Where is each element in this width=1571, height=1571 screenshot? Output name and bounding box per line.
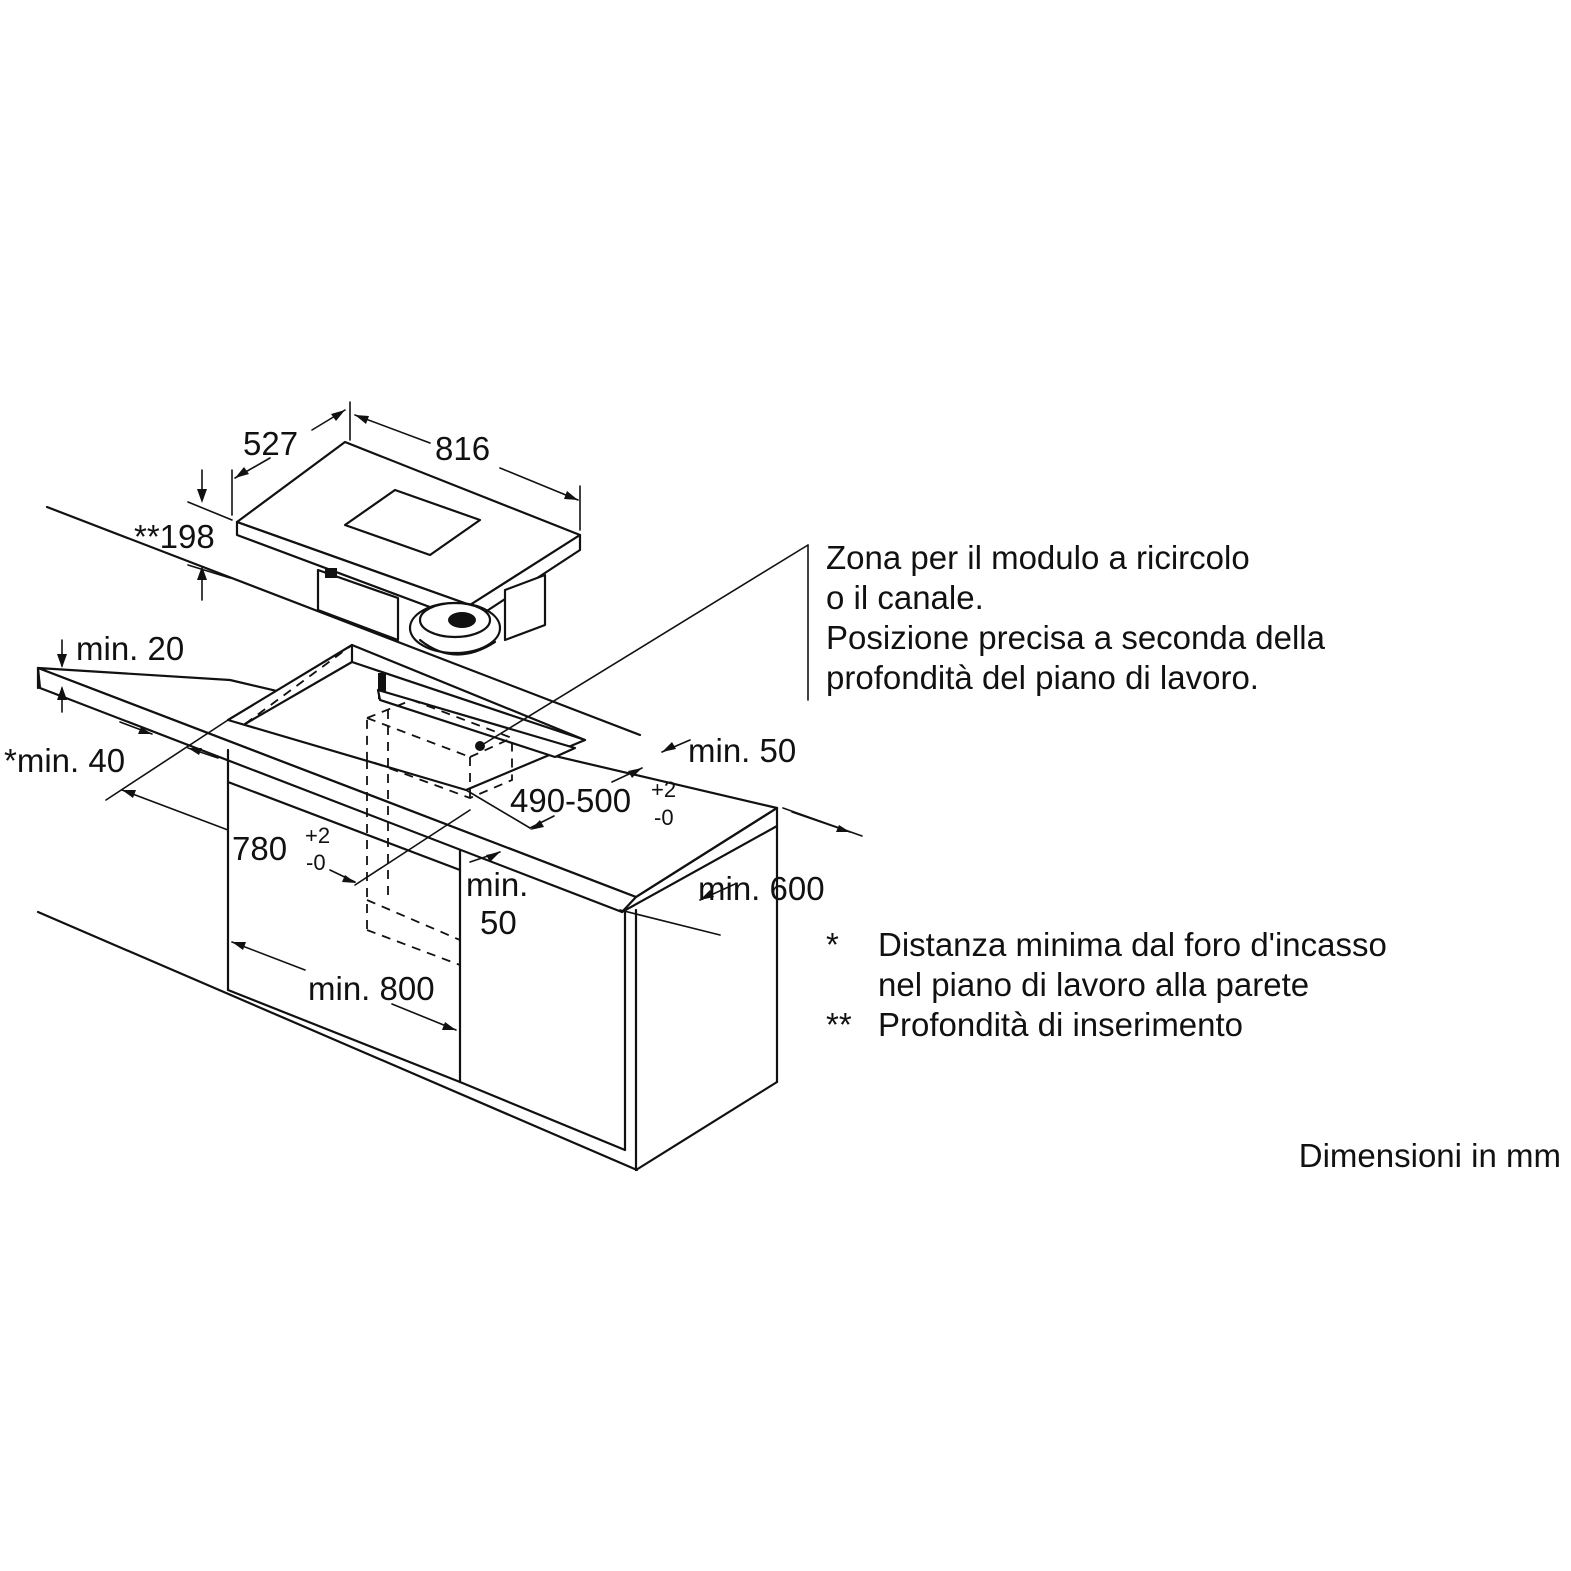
zone-note: Zona per il modulo a ricircolo o il cana…	[826, 538, 1325, 698]
footnote-1-mark: *	[826, 926, 839, 963]
dim-527: 527	[243, 425, 298, 462]
recirculation-zone-dashed	[244, 644, 513, 966]
dim-cutout-width: 780	[232, 830, 287, 867]
countertop	[36, 666, 779, 914]
dim-min-800: min. 800	[308, 970, 435, 1007]
dim-min-50-right: min. 50	[688, 732, 796, 769]
dim-cutout-depth-tol-minus: -0	[654, 805, 674, 830]
dim-insertion-depth: **198	[134, 518, 215, 555]
dim-cutout-depth: 490-500	[510, 782, 631, 819]
zone-note-line: Posizione precisa a seconda della	[826, 619, 1325, 656]
zone-leader	[475, 544, 809, 751]
footnote-1-line2: nel piano di lavoro alla parete	[878, 966, 1310, 1003]
footnote-2-mark: **	[826, 1006, 852, 1043]
wall-lines	[36, 505, 642, 1172]
footnote-1-line1: Distanza minima dal foro d'incasso	[878, 926, 1387, 963]
base-cabinet	[226, 748, 779, 1172]
dimension-lines	[57, 401, 863, 1031]
footnote-1-text: Distanza minima dal foro d'incasso nel p…	[878, 925, 1387, 1005]
dim-min-20: min. 20	[76, 630, 184, 667]
dim-min-40: *min. 40	[4, 742, 125, 779]
footnotes: * Distanza minima dal foro d'incasso nel…	[826, 925, 1387, 1045]
zone-note-line: profondità del piano di lavoro.	[826, 659, 1259, 696]
footnote-2-line1: Profondità di inserimento	[878, 1006, 1244, 1043]
dim-min-50-inner-line1: min.	[466, 866, 528, 903]
cooktop-appliance	[235, 440, 582, 656]
dim-cutout-width-tol-plus: +2	[305, 823, 330, 848]
units-label: Dimensioni in mm	[1298, 1137, 1561, 1174]
zone-note-line: Zona per il modulo a ricircolo	[826, 539, 1250, 576]
footnote-1: * Distanza minima dal foro d'incasso nel…	[826, 925, 1387, 1005]
dimension-labels: 816 527 **198 min. 20 *min. 40 min. 50 4…	[4, 425, 825, 1007]
dim-cutout-depth-tol-plus: +2	[651, 777, 676, 802]
zone-note-line: o il canale.	[826, 579, 984, 616]
dim-min-600: min. 600	[698, 870, 825, 907]
dim-816: 816	[435, 430, 490, 467]
dim-cutout-width-tol-minus: -0	[306, 850, 326, 875]
footnote-2: ** Profondità di inserimento	[826, 1005, 1387, 1045]
dim-min-50-inner-line2: 50	[480, 904, 517, 941]
